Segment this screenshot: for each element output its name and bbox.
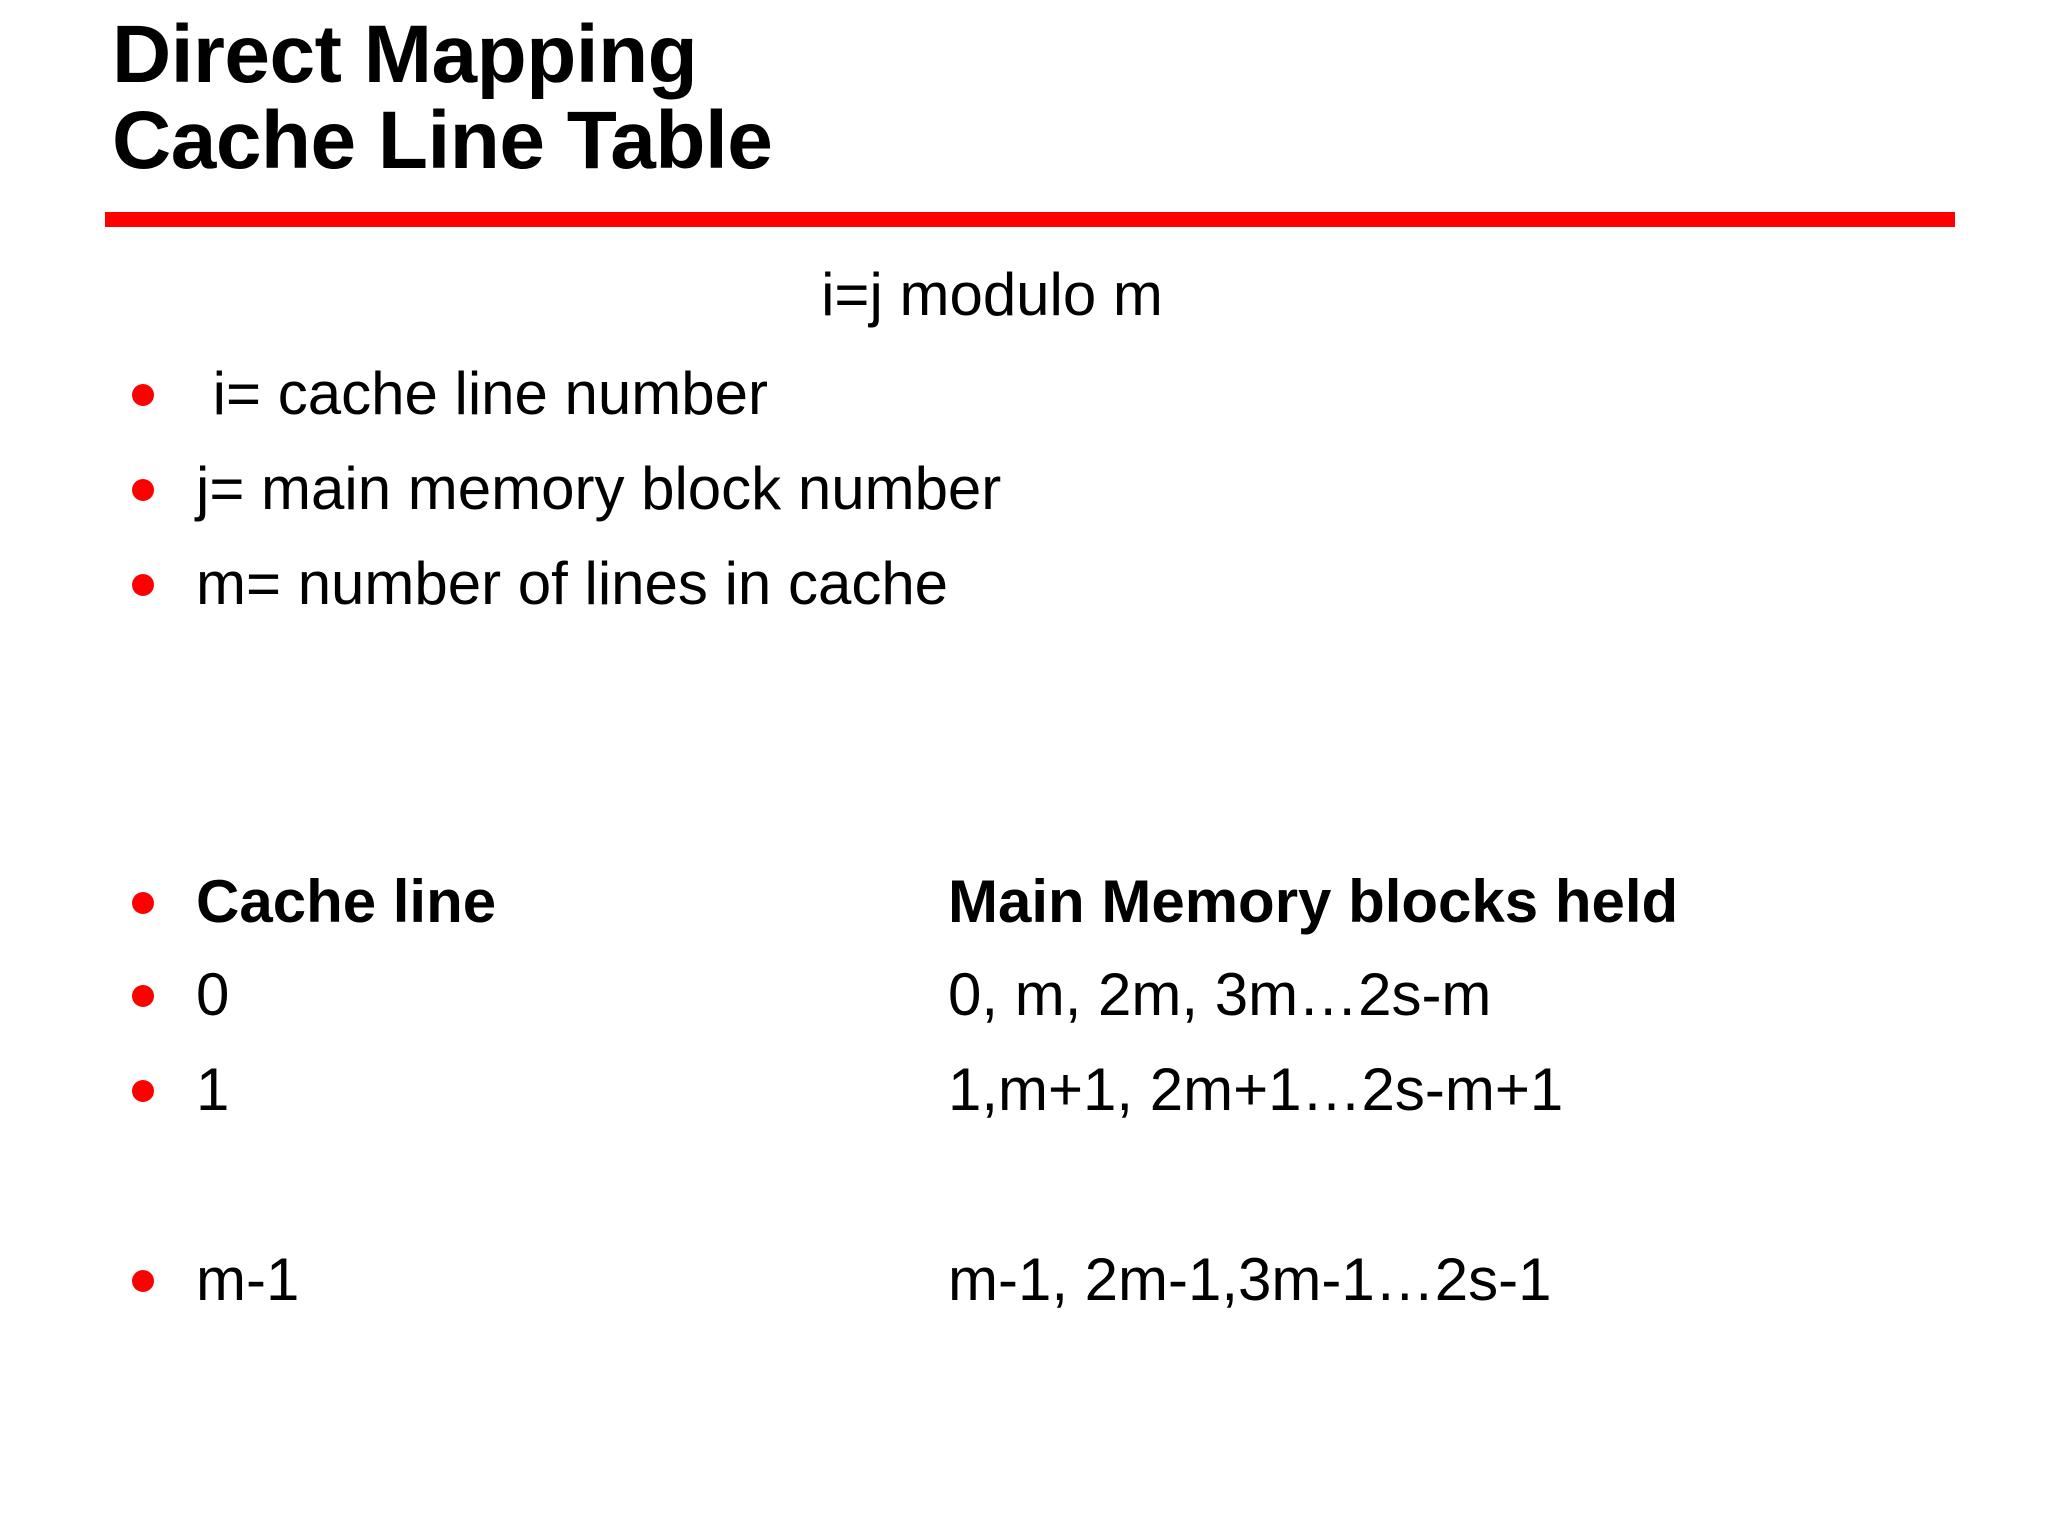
definition-label-j: j= main memory block number [196,455,1002,522]
table-row: m-1 m-1, 2m-1,3m-1…2s-1 [0,1238,2048,1322]
table-cell-cache-line: m-1 [196,1246,300,1313]
list-item: i= cache line number [0,352,2048,436]
bullet-dot-icon [132,892,154,914]
table-cell-blocks-held: 0, m, 2m, 3m…2s-m [948,961,1492,1028]
definition-label-m: m= number of lines in cache [196,550,949,617]
bullet-dot-icon [132,574,154,596]
bullet-dot-icon [132,384,154,406]
title-underline-rule [105,212,1955,227]
table-header-main-memory-blocks: Main Memory blocks held [948,868,1679,935]
bullet-dot-icon [132,479,154,501]
bullet-dot-icon [132,985,154,1007]
table-row: 1 1,m+1, 2m+1…2s-m+1 [0,1048,2048,1132]
table-cell-blocks-held: m-1, 2m-1,3m-1…2s-1 [948,1246,1552,1313]
table-cell-cache-line: 1 [196,1056,230,1123]
definition-label-i: i= cache line number [196,360,768,427]
table-row: 0 0, m, 2m, 3m…2s-m [0,953,2048,1037]
table-cell-blocks-held: 1,m+1, 2m+1…2s-m+1 [948,1056,1564,1123]
table-header-row: Cache line Main Memory blocks held [0,860,2048,944]
table-row-spacer [0,1143,2048,1227]
list-item: m= number of lines in cache [0,542,2048,626]
list-item: j= main memory block number [0,447,2048,531]
page-title: Direct Mapping Cache Line Table [112,9,773,187]
formula-text: i=j modulo m [821,261,1163,328]
table-cell-cache-line: 0 [196,961,230,1028]
bullet-dot-icon [132,1080,154,1102]
bullet-dot-icon [132,1270,154,1292]
table-header-cache-line: Cache line [196,868,497,935]
